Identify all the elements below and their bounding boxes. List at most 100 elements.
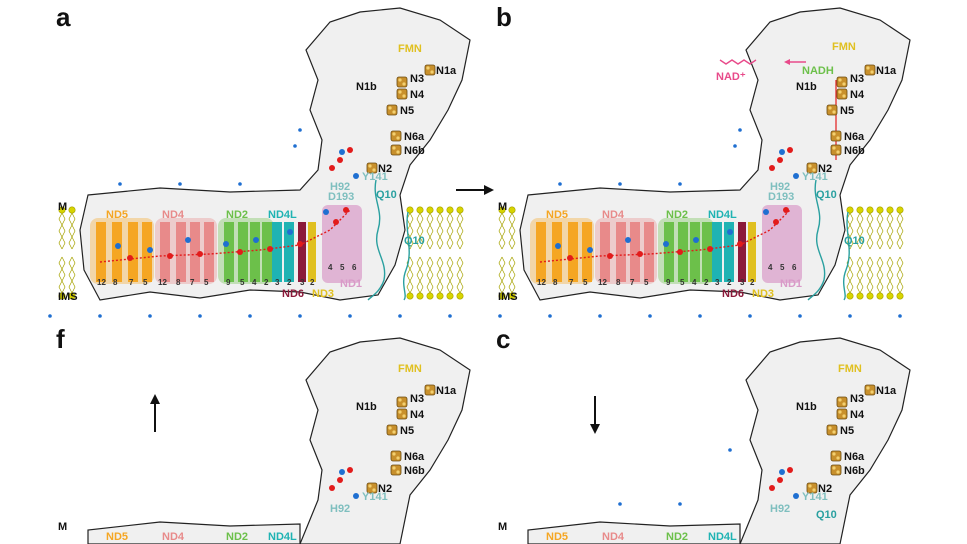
n1a-label-b: N1a xyxy=(876,65,897,77)
n1b-label-a: N1b xyxy=(356,81,377,93)
ims-label-a: IMS xyxy=(58,291,78,303)
svg-text:5: 5 xyxy=(340,263,345,272)
m-label-a: M xyxy=(58,201,67,213)
svg-text:2: 2 xyxy=(704,278,709,287)
svg-text:7: 7 xyxy=(630,278,635,287)
svg-text:2: 2 xyxy=(287,278,292,287)
n6b-label-a: N6b xyxy=(404,145,425,157)
label-nd5-c: ND5 xyxy=(546,531,568,543)
label-nd5-a: ND5 xyxy=(106,209,128,221)
n3-label-c: N3 xyxy=(850,393,864,405)
arrow-down-c xyxy=(590,396,600,434)
svg-text:12: 12 xyxy=(598,278,607,287)
n5-label-b: N5 xyxy=(840,105,854,117)
n5-label-c: N5 xyxy=(840,425,854,437)
m-label-b: M xyxy=(498,201,507,213)
label-nd4l-c: ND4L xyxy=(708,531,737,543)
label-nd4l-a: ND4L xyxy=(268,209,297,221)
d193-label-a: D193 xyxy=(328,191,354,203)
label-nd4l-b: ND4L xyxy=(708,209,737,221)
svg-text:5: 5 xyxy=(240,278,245,287)
n1a-label-f: N1a xyxy=(436,385,457,397)
n6a-label-f: N6a xyxy=(404,451,425,463)
label-nd2-b: ND2 xyxy=(666,209,688,221)
q10-label-b: Q10 xyxy=(816,189,837,201)
panel-label-b: b xyxy=(496,2,512,32)
svg-text:4: 4 xyxy=(252,278,257,287)
subunits-b xyxy=(530,205,802,284)
svg-text:5: 5 xyxy=(644,278,649,287)
label-nd3-a: ND3 xyxy=(312,288,334,300)
n2-label-a: N2 xyxy=(378,163,392,175)
membrane-arm-outline-c xyxy=(527,521,741,544)
svg-text:5: 5 xyxy=(143,278,148,287)
svg-text:3: 3 xyxy=(740,278,745,287)
bulk-water-a xyxy=(48,128,452,318)
svg-text:2: 2 xyxy=(310,278,315,287)
svg-text:8: 8 xyxy=(113,278,118,287)
label-nd6-b: ND6 xyxy=(722,288,744,300)
n1b-label-f: N1b xyxy=(356,401,377,413)
n1a-label-c: N1a xyxy=(876,385,897,397)
svg-text:2: 2 xyxy=(750,278,755,287)
n4-label-f: N4 xyxy=(410,409,425,421)
svg-text:3: 3 xyxy=(300,278,305,287)
n6a-label-b: N6a xyxy=(844,131,865,143)
n4-label-a: N4 xyxy=(410,89,425,101)
m-label-c: M xyxy=(498,521,507,533)
waters-f xyxy=(339,469,359,499)
svg-text:4: 4 xyxy=(768,263,773,272)
h92-label-f: H92 xyxy=(330,503,350,515)
nad-molecule-b xyxy=(719,59,757,65)
n2-label-c: N2 xyxy=(818,483,832,495)
svg-text:3: 3 xyxy=(275,278,280,287)
n1a-label-a: N1a xyxy=(436,65,457,77)
svg-text:12: 12 xyxy=(158,278,167,287)
n5-label-a: N5 xyxy=(400,105,414,117)
n4-label-b: N4 xyxy=(850,89,865,101)
ims-label-b: IMS xyxy=(498,291,518,303)
svg-text:9: 9 xyxy=(226,278,231,287)
svg-text:3: 3 xyxy=(715,278,720,287)
fmn-label-b: FMN xyxy=(832,41,856,53)
waters-a xyxy=(115,149,359,253)
svg-text:4: 4 xyxy=(692,278,697,287)
svg-text:8: 8 xyxy=(176,278,181,287)
d193-label-b: D193 xyxy=(768,191,794,203)
label-nd5-f: ND5 xyxy=(106,531,128,543)
bulk-water-b xyxy=(498,128,902,318)
h92-label-c: H92 xyxy=(770,503,790,515)
n3-label-a: N3 xyxy=(410,73,424,85)
label-nd4-c: ND4 xyxy=(602,531,625,543)
svg-text:12: 12 xyxy=(537,278,546,287)
fmn-label-a: FMN xyxy=(398,43,422,55)
label-nd5-b: ND5 xyxy=(546,209,568,221)
n6b-label-f: N6b xyxy=(404,465,425,477)
n6a-label-c: N6a xyxy=(844,451,865,463)
n4-label-c: N4 xyxy=(850,409,865,421)
protons-a xyxy=(127,147,353,261)
n6b-label-b: N6b xyxy=(844,145,865,157)
membrane-arm-outline-f xyxy=(87,521,301,544)
label-nd4-b: ND4 xyxy=(602,209,625,221)
label-nd2-f: ND2 xyxy=(226,531,248,543)
svg-text:12: 12 xyxy=(97,278,106,287)
label-nd1-a: ND1 xyxy=(340,278,362,290)
panel-c: c FMN N1b N3 N1a N4 N5 N6a N6b N2 H92 Y1… xyxy=(496,324,911,544)
n6b-label-c: N6b xyxy=(844,465,865,477)
q10-chain-membrane-b xyxy=(843,211,850,301)
proton-path-b xyxy=(539,209,791,263)
n5-label-f: N5 xyxy=(400,425,414,437)
n3-label-f: N3 xyxy=(410,393,424,405)
n1b-label-b: N1b xyxy=(796,81,817,93)
q10-chain-a xyxy=(367,179,386,301)
protons-b xyxy=(567,147,793,261)
n2-label-f: N2 xyxy=(378,483,392,495)
q10-chain-b xyxy=(807,179,826,301)
svg-text:5: 5 xyxy=(204,278,209,287)
q10-label-a: Q10 xyxy=(376,189,397,201)
waters-b xyxy=(555,149,799,253)
